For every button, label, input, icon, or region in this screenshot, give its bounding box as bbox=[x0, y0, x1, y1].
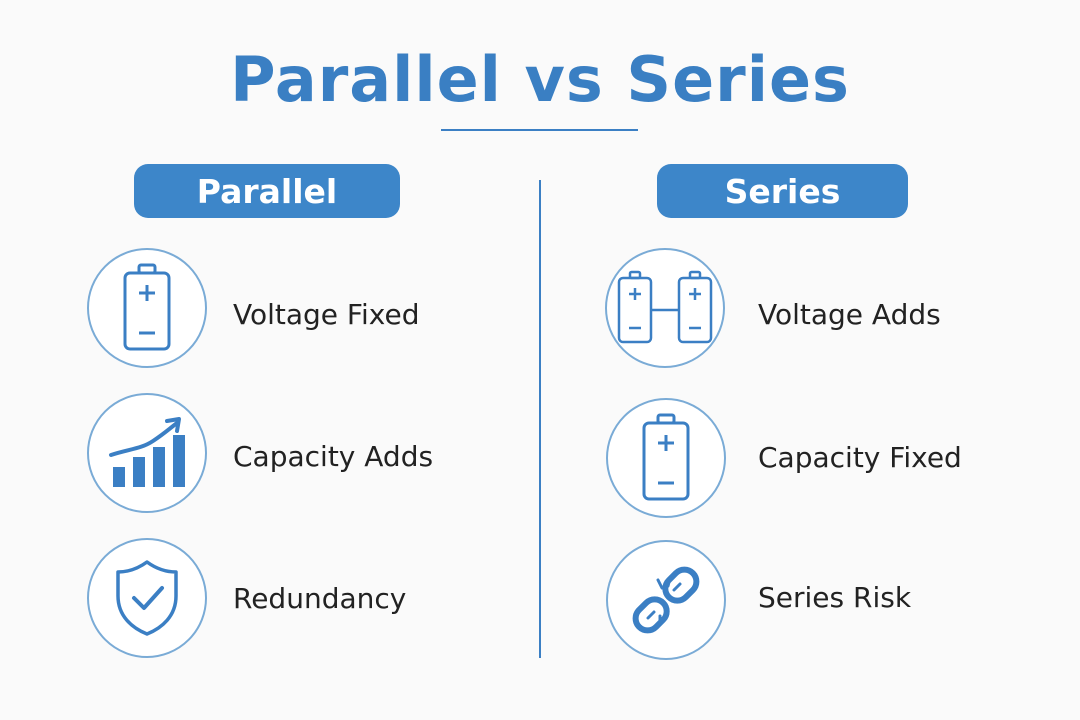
label-redundancy: Redundancy bbox=[233, 582, 407, 615]
label-capacity-adds: Capacity Adds bbox=[233, 440, 434, 473]
label-series-risk: Series Risk bbox=[758, 581, 912, 614]
icon-circle-voltage-adds bbox=[605, 248, 725, 368]
shield-check-icon bbox=[116, 560, 178, 636]
broken-chain-icon bbox=[632, 566, 700, 634]
column-divider bbox=[539, 180, 541, 658]
growth-chart-icon bbox=[109, 417, 185, 487]
label-capacity-fixed: Capacity Fixed bbox=[758, 441, 962, 474]
series-heading: Series bbox=[657, 164, 908, 218]
icon-circle-voltage-fixed bbox=[87, 248, 207, 368]
battery-icon bbox=[123, 263, 171, 351]
two-batteries-icon bbox=[617, 270, 713, 344]
icon-circle-series-risk bbox=[606, 540, 726, 660]
parallel-heading: Parallel bbox=[134, 164, 400, 218]
label-voltage-adds: Voltage Adds bbox=[758, 298, 941, 331]
icon-circle-capacity-fixed bbox=[606, 398, 726, 518]
page-title: Parallel vs Series bbox=[230, 43, 850, 116]
icon-circle-redundancy bbox=[87, 538, 207, 658]
label-voltage-fixed: Voltage Fixed bbox=[233, 298, 420, 331]
battery-icon bbox=[642, 413, 690, 501]
title-underline bbox=[441, 129, 638, 131]
icon-circle-capacity-adds bbox=[87, 393, 207, 513]
